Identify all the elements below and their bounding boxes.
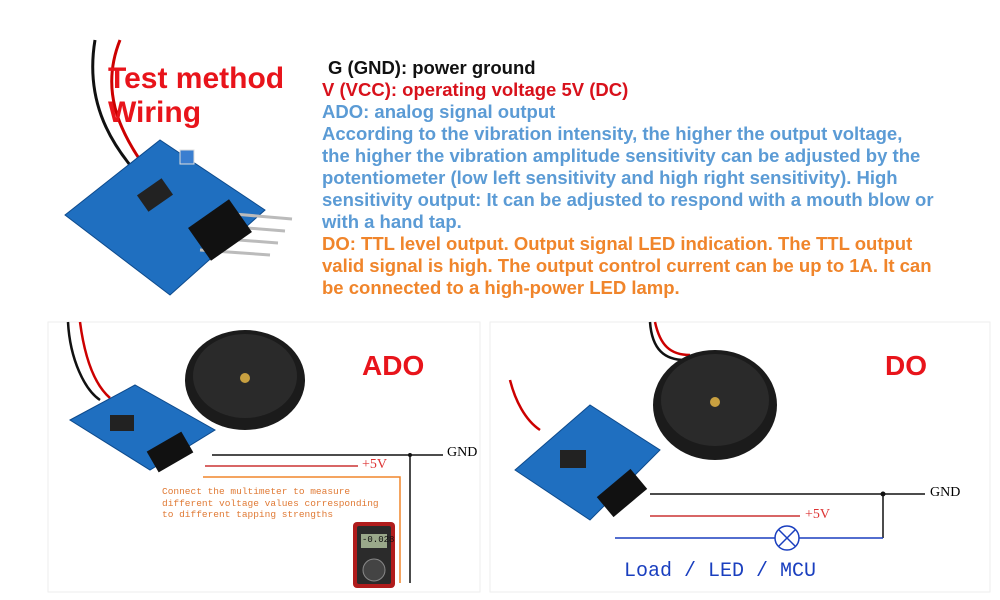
ado-panel-frame: [47, 321, 481, 593]
multimeter: [353, 522, 395, 588]
piezo-disc-do: [653, 350, 777, 460]
pin-v: V (VCC): operating voltage 5V (DC): [322, 79, 629, 100]
do-desc-line: DO: TTL level output. Output signal LED …: [322, 233, 913, 254]
ado-desc-line: According to the vibration intensity, th…: [322, 123, 903, 144]
pin-ado: ADO: analog signal output: [322, 101, 556, 122]
sensor-board-ado: [69, 384, 216, 473]
ado-desc-line: potentiometer (low left sensitivity and …: [322, 167, 898, 188]
ado-vcc-label: +5V: [362, 457, 388, 472]
do-label: DO: [885, 350, 927, 381]
ado-label: ADO: [362, 350, 425, 381]
do-gnd-label: GND: [930, 485, 961, 500]
sensor-board-do: [514, 404, 661, 521]
multimeter-caption: Connect the multimeter to measure differ…: [162, 486, 379, 521]
caption-line: different voltage values corresponding: [162, 497, 379, 509]
do-vcc-label: +5V: [805, 507, 831, 522]
caption-line: to different tapping strengths: [162, 509, 334, 520]
title-line-1: Test method: [108, 62, 285, 95]
piezo-disc-ado: [185, 330, 305, 430]
title-line-2: Wiring: [108, 96, 202, 129]
do-desc-line: be connected to a high-power LED lamp.: [322, 277, 680, 298]
lamp-icon: [774, 525, 800, 551]
ado-gnd-label: GND: [447, 445, 478, 460]
ado-desc-line: the higher the vibration amplitude sensi…: [322, 145, 921, 166]
pin-description: G (GND): power ground V (VCC): operating…: [322, 57, 994, 299]
page-title: Test method Wiring: [108, 62, 284, 130]
load-label: Load / LED / MCU: [624, 560, 817, 583]
do-panel-frame: [489, 321, 991, 593]
pin-g: G (GND): power ground: [328, 57, 536, 78]
ado-desc-line: sensitivity output: It can be adjusted t…: [322, 189, 934, 210]
do-desc-line: valid signal is high. The output control…: [322, 255, 932, 276]
caption-line: Connect the multimeter to measure: [162, 486, 351, 497]
sensor-board-top: [64, 39, 293, 296]
meter-reading: -0.028: [362, 535, 395, 545]
ado-desc-line: with a hand tap.: [322, 211, 462, 232]
